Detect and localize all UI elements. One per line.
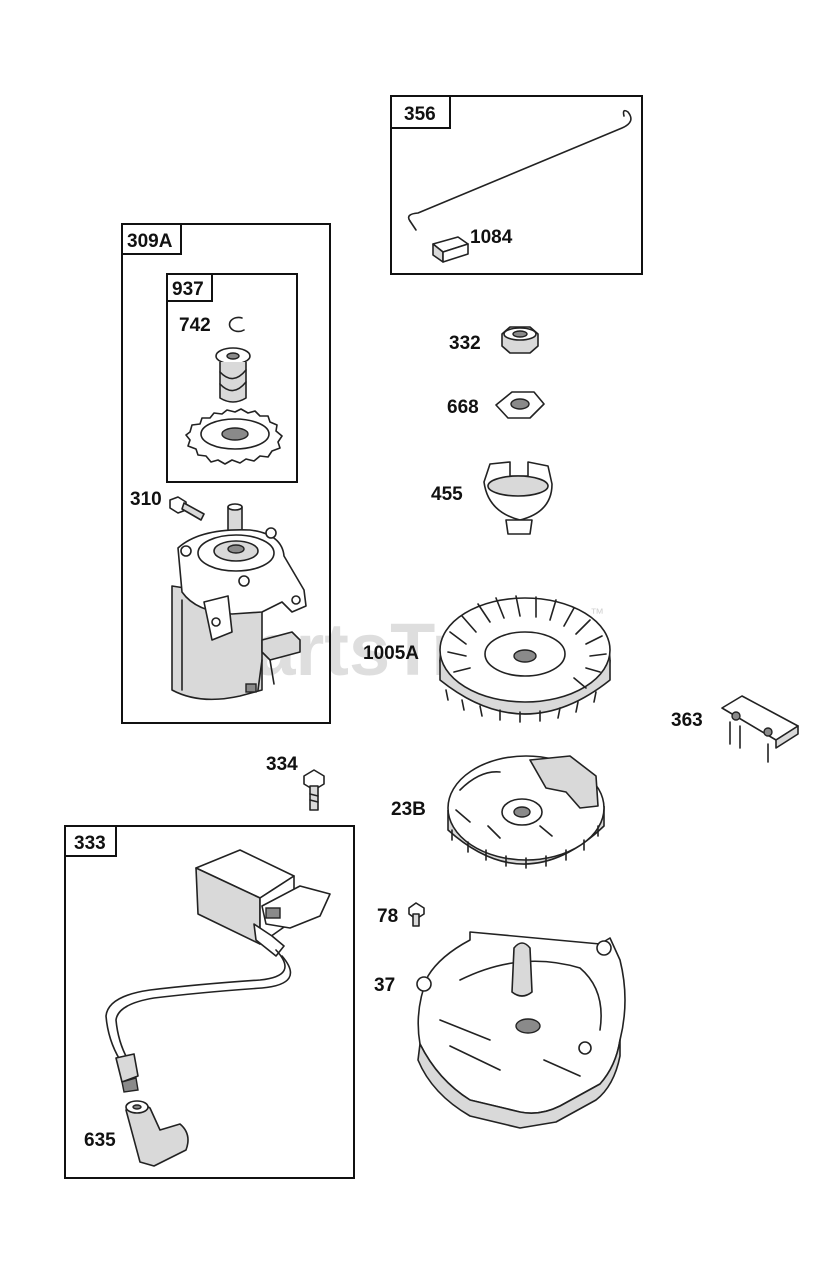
label-1084[interactable]: 1084 [470, 227, 513, 248]
throttle-link-rod[interactable] [407, 109, 632, 222]
part-334-screw[interactable] [303, 769, 325, 811]
pinion-helix[interactable] [215, 347, 251, 403]
part-78-bolt[interactable] [408, 902, 425, 927]
group-356-label[interactable]: 356 [404, 104, 436, 125]
part-363-bracket[interactable] [721, 695, 799, 763]
part-332-nut[interactable] [501, 326, 539, 354]
label-332[interactable]: 332 [449, 333, 481, 354]
group-937-label[interactable]: 937 [172, 279, 204, 300]
group-333: 333 635 [64, 825, 355, 1179]
starter-gear[interactable] [185, 408, 283, 465]
label-37[interactable]: 37 [374, 975, 395, 996]
part-455-starter-cup[interactable] [483, 461, 553, 535]
wire-terminal[interactable] [115, 1053, 139, 1093]
label-635[interactable]: 635 [84, 1130, 116, 1151]
label-742[interactable]: 742 [179, 315, 211, 336]
spark-plug-wire[interactable] [105, 949, 286, 1061]
starter-motor[interactable] [171, 503, 307, 701]
label-1005A[interactable]: 1005A [363, 643, 419, 664]
label-668[interactable]: 668 [447, 397, 479, 418]
group-333-label[interactable]: 333 [74, 833, 106, 854]
part-1084-clip[interactable] [432, 236, 469, 263]
group-937: 937 742 [166, 273, 298, 483]
group-309A: 309A 937 742 310 [121, 223, 331, 724]
part-37-blower-housing[interactable] [416, 931, 626, 1129]
part-1005A-fan[interactable] [439, 595, 611, 723]
label-78[interactable]: 78 [377, 906, 398, 927]
watermark-trademark: ™ [590, 605, 604, 621]
part-668-washer[interactable] [495, 391, 545, 419]
part-742-retaining-ring[interactable] [228, 316, 245, 333]
group-356: 356 1084 [390, 95, 643, 275]
label-455[interactable]: 455 [431, 484, 463, 505]
part-310-bolt[interactable] [169, 496, 205, 521]
label-23B[interactable]: 23B [391, 799, 426, 820]
part-23B-flywheel[interactable] [447, 755, 605, 869]
group-309A-label[interactable]: 309A [127, 231, 173, 252]
label-363[interactable]: 363 [671, 710, 703, 731]
label-310[interactable]: 310 [130, 489, 162, 510]
part-635-spark-plug-boot[interactable] [125, 1100, 189, 1167]
ignition-armature[interactable] [195, 849, 331, 957]
label-334[interactable]: 334 [266, 754, 298, 775]
